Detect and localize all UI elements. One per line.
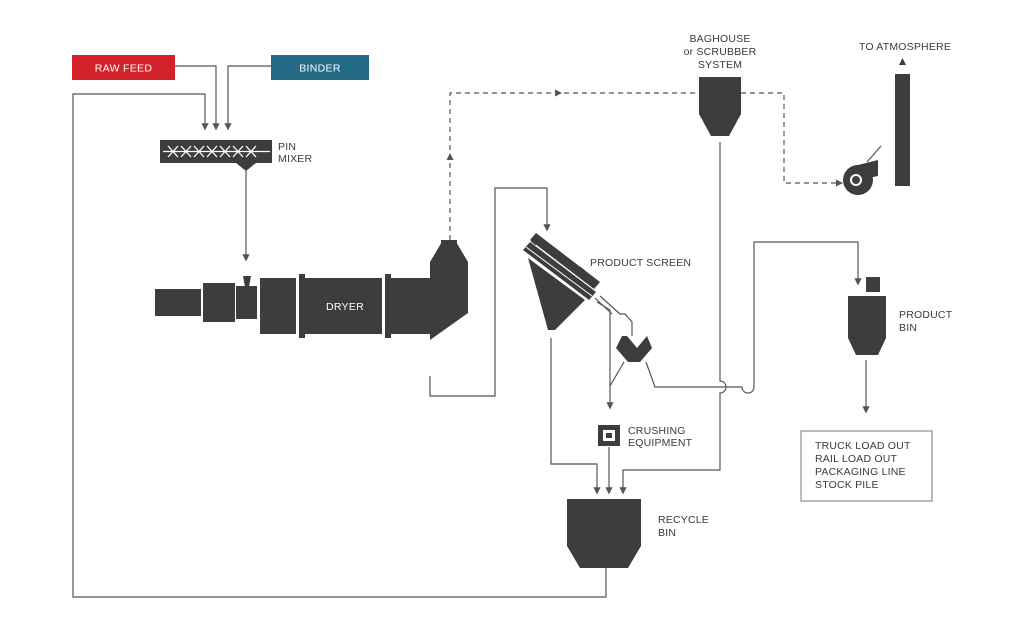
screen-product-chute-2 [594, 297, 613, 315]
splitter-to-product-flow [645, 241, 862, 394]
crusher-core [606, 433, 612, 438]
binder-fill [271, 55, 369, 80]
exhaust-fan [843, 145, 882, 195]
output-packaging-line: PACKAGING LINE [815, 466, 906, 478]
screen-hopper [528, 258, 585, 330]
dryer-exhaust-arrow [446, 153, 454, 160]
dryer-hood-outlet [441, 240, 457, 243]
baghouse-label-2: or SCRUBBER [684, 46, 757, 58]
recycle-return-flow [72, 93, 607, 598]
fan-outlet [858, 160, 878, 178]
raw-feed-flow [175, 65, 220, 131]
fan-inlet-arrow [836, 179, 843, 187]
dryer-discharge-hood [430, 240, 468, 340]
dryer-tire-2-band [385, 274, 391, 338]
dryer-tire-1-band [299, 274, 305, 338]
fan-damper [866, 145, 882, 163]
output-truck-load-out: TRUCK LOAD OUT [815, 440, 911, 452]
crushing-label-2: EQUIPMENT [628, 437, 693, 449]
exhaust-mid-arrow [555, 89, 562, 97]
recycle-bin [567, 499, 641, 568]
dryer-tire-1 [296, 276, 299, 336]
screen-deck-top [530, 233, 600, 289]
pin-mixer-label-1: PIN [278, 141, 296, 153]
product-bin [848, 296, 886, 355]
fan-hub [850, 174, 862, 186]
dryer-to-screen-flow [429, 187, 551, 397]
exhaust-to-baghouse-line [449, 92, 697, 150]
binder-box: BINDER [271, 55, 369, 80]
pin-mixer [160, 140, 272, 171]
stack-outlet-arrow [899, 58, 906, 65]
dryer-feed-chute [243, 276, 251, 287]
output-box-border [800, 430, 933, 502]
raw-feed-label: RAW FEED [95, 63, 153, 75]
recycle-bin-label-2: BIN [658, 527, 676, 539]
product-bin-label-2: BIN [899, 322, 917, 334]
exhaust-stack [895, 74, 910, 186]
recycle-bin-label-1: RECYCLE [658, 514, 709, 526]
product-screen [523, 233, 600, 330]
product-bin-top [866, 277, 880, 292]
splitter-to-crusher-flow [609, 361, 625, 387]
product-screen-label: PRODUCT SCREEN [590, 257, 691, 269]
pin-mixer-outlet [236, 163, 256, 171]
dryer-drum [260, 278, 430, 334]
baghouse-dust-flow [619, 142, 727, 495]
output-destinations-box: TRUCK LOAD OUT RAIL LOAD OUT PACKAGING L… [800, 430, 933, 502]
crushing-label-1: CRUSHING [628, 425, 686, 437]
output-rail-load-out: RAIL LOAD OUT [815, 453, 898, 465]
raw-feed-fill [72, 55, 175, 80]
baghouse-to-fan-line [741, 92, 838, 184]
dryer-label: DRYER [326, 301, 364, 313]
dryer-tire-2 [382, 276, 385, 336]
pin-mixer-label-2: MIXER [278, 153, 312, 165]
output-stock-pile: STOCK PILE [815, 479, 879, 491]
flow-splitter [616, 336, 652, 362]
dryer: DRYER [155, 274, 430, 338]
screen-motor-3 [576, 266, 586, 276]
binder-label: BINDER [299, 63, 341, 75]
screen-oversize-flow [596, 301, 614, 410]
dryer-inlet-ring [236, 286, 257, 319]
pin-mixer-pins [167, 145, 257, 158]
screen-deck-line-1 [525, 246, 593, 297]
feed-flow-lines [72, 65, 607, 598]
product-bin-label-1: PRODUCT [899, 309, 953, 321]
dryer-burner [155, 289, 201, 316]
to-atmosphere-label: TO ATMOSPHERE [859, 41, 951, 53]
baghouse [699, 77, 741, 136]
dryer-burner-housing [203, 283, 235, 322]
screen-product-chute [599, 295, 633, 336]
screen-motor-1 [530, 236, 540, 246]
raw-feed-box: RAW FEED [72, 55, 175, 80]
screen-motor-2 [554, 250, 564, 260]
crushing-equipment [598, 425, 620, 446]
screen-fines-flow [550, 338, 601, 495]
baghouse-label-3: SYSTEM [698, 59, 742, 71]
baghouse-label-1: BAGHOUSE [689, 33, 750, 45]
binder-flow [224, 65, 271, 131]
